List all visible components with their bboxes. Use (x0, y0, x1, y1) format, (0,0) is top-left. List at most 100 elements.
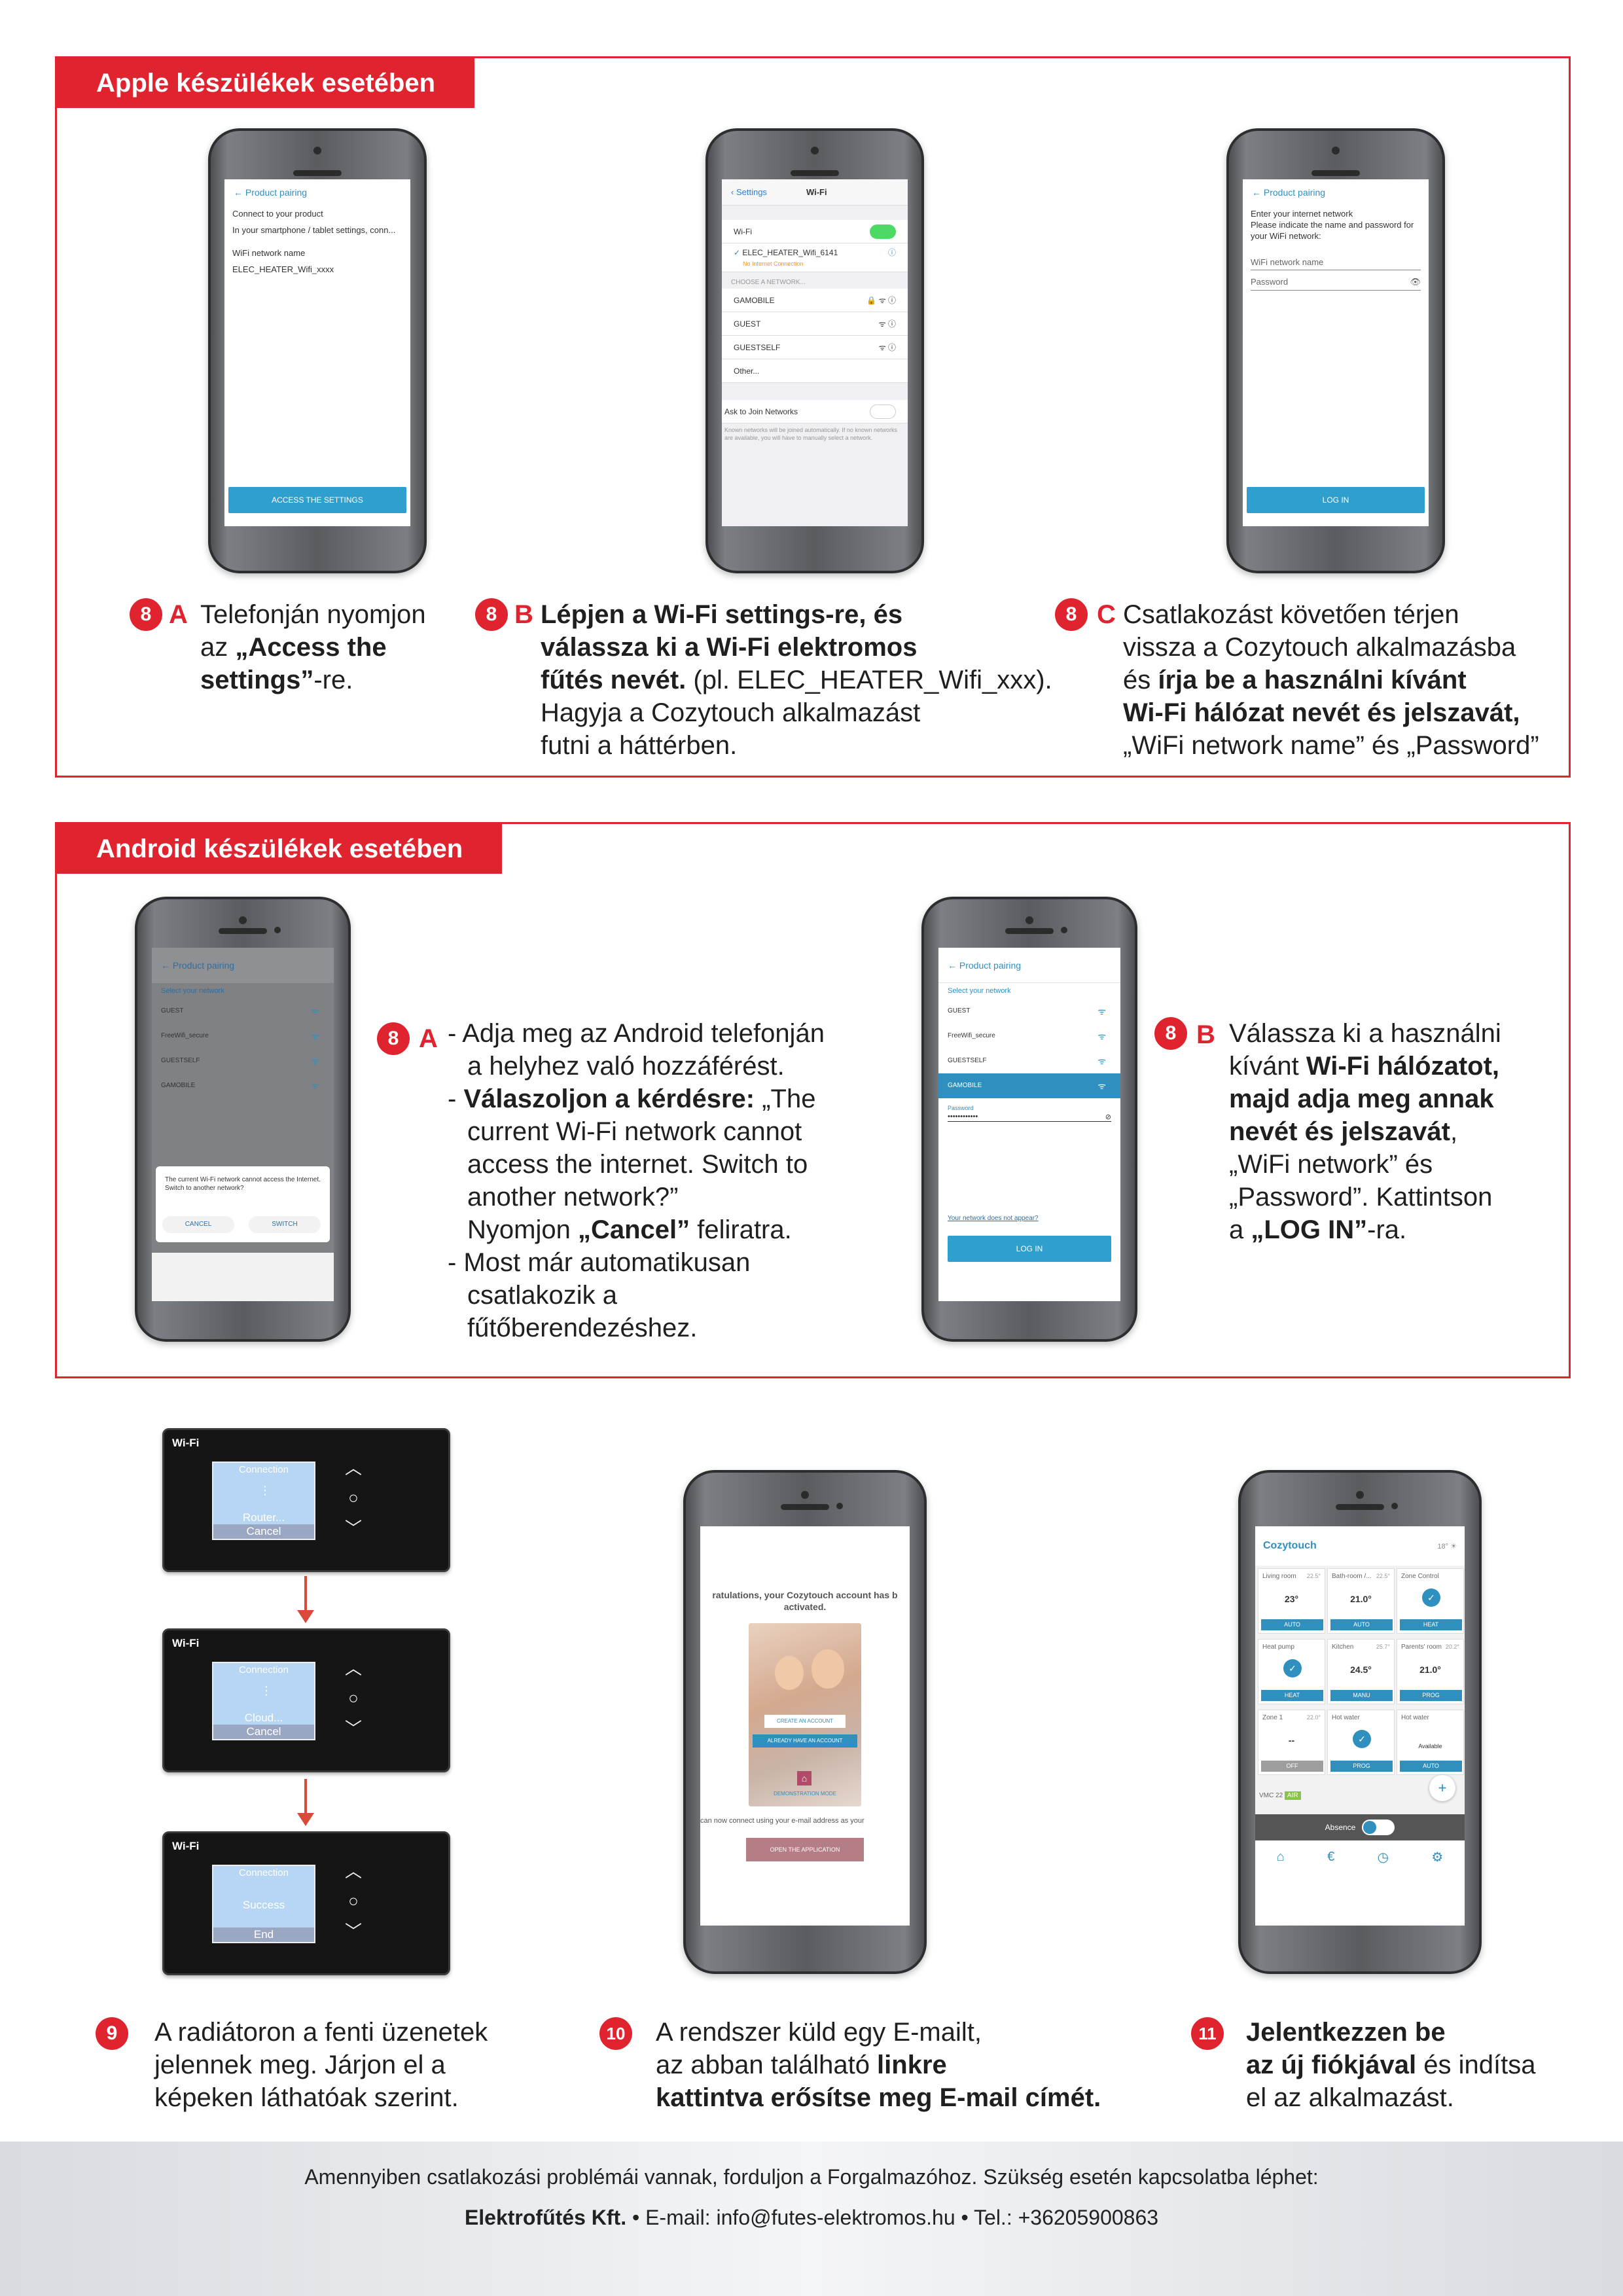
ask-join-row[interactable]: Ask to Join Networks (722, 400, 908, 423)
zone-tile[interactable]: Bath-room /...22.5°21.0°AUTO (1327, 1568, 1395, 1634)
radiator-down-button[interactable]: ﹀ (344, 1518, 362, 1538)
password-field[interactable]: ••••••••••••⊘ (948, 1113, 1111, 1122)
network-item-other[interactable]: Other... (722, 359, 908, 383)
settings-back-link[interactable]: ‹ Settings (731, 187, 767, 197)
radiator-up-button[interactable]: ︿ (344, 1458, 362, 1478)
radiator-ok-button[interactable]: ○ (348, 1891, 359, 1910)
radiator-up-button[interactable]: ︿ (344, 1861, 362, 1881)
zone-mode-button[interactable]: HEAT (1261, 1690, 1323, 1701)
zone-name: Parents' room (1401, 1643, 1442, 1651)
access-settings-button[interactable]: ACCESS THE SETTINGS (228, 487, 406, 513)
radiator-ok-button[interactable]: ○ (348, 1488, 359, 1507)
dialog-switch-button[interactable]: SWITCH (249, 1216, 321, 1233)
zone-name: Hot water (1401, 1714, 1429, 1721)
screen-text: Enter your internet network (1251, 209, 1353, 219)
radiator-panel-2: Wi-Fi Connection ⋮ Cloud... Cancel ︿ ○ ﹀ (162, 1628, 450, 1772)
zone-mode-button[interactable]: AUTO (1330, 1619, 1393, 1630)
email-title: ratulations, your Cozytouch account has … (712, 1590, 898, 1612)
app-title: Cozytouch (1263, 1540, 1317, 1551)
screen-topbar[interactable]: ← Product pairing (1243, 179, 1429, 206)
zone-mode-button[interactable]: PROG (1400, 1690, 1462, 1701)
home-icon[interactable]: ⌂ (1276, 1849, 1285, 1864)
zone-mode-button[interactable]: OFF (1261, 1761, 1323, 1772)
back-arrow-icon[interactable]: ← (161, 960, 170, 971)
absence-toggle[interactable] (1362, 1820, 1395, 1835)
radiator-down-button[interactable]: ﹀ (344, 1922, 362, 1941)
zone-mode-button[interactable]: AUTO (1261, 1619, 1323, 1630)
password-field[interactable]: Password👁 (1251, 277, 1421, 291)
gear-icon[interactable]: ⚙ (1431, 1850, 1444, 1865)
add-fab-button[interactable]: + (1429, 1775, 1455, 1801)
wifi-icon: ᯤ (1097, 1031, 1106, 1041)
zone-name: Zone 1 (1262, 1714, 1283, 1721)
screen-topbar[interactable]: ← Product pairing (938, 948, 1120, 983)
settings-title: Wi-Fi (806, 187, 827, 197)
create-account-button[interactable]: CREATE AN ACCOUNT (764, 1715, 846, 1728)
dialog-cancel-button[interactable]: CANCEL (162, 1216, 234, 1233)
screen-topbar[interactable]: ← Product pairing (224, 179, 410, 206)
log-in-button[interactable]: LOG IN (948, 1236, 1111, 1262)
open-application-button[interactable]: OPEN THE APPLICATION (746, 1838, 864, 1861)
back-arrow-icon[interactable]: ← (1252, 187, 1261, 198)
back-arrow-icon[interactable]: ← (948, 960, 957, 971)
euro-icon[interactable]: € (1327, 1849, 1335, 1864)
eye-icon[interactable]: 👁 (1410, 277, 1421, 287)
already-account-button[interactable]: ALREADY HAVE AN ACCOUNT (753, 1734, 857, 1748)
ask-join-toggle[interactable] (870, 404, 896, 419)
zone-mode-button[interactable]: AUTO (1400, 1761, 1462, 1772)
network-not-appear-link[interactable]: Your network does not appear? (948, 1215, 1039, 1222)
select-network-label: Select your network (948, 987, 1011, 995)
screen-topbar[interactable]: ← Product pairing (152, 948, 334, 983)
settings-topbar: ‹ Settings Wi-Fi (722, 179, 908, 206)
radiator-wifi-label: Wi-Fi (172, 1840, 200, 1852)
info-icon[interactable]: ⓘ (887, 248, 896, 257)
zone-tile[interactable]: Heat pump✓HEAT (1258, 1639, 1325, 1704)
zone-mode-button[interactable]: HEAT (1400, 1619, 1462, 1630)
eye-slash-icon[interactable]: ⊘ (1105, 1113, 1111, 1121)
log-in-button[interactable]: LOG IN (1247, 487, 1425, 513)
screen-text: In your smartphone / tablet settings, co… (232, 225, 396, 235)
wifi-toggle-row[interactable]: Wi-Fi (722, 220, 908, 243)
radiator-down-button[interactable]: ﹀ (344, 1719, 362, 1738)
screen-title: Product pairing (959, 960, 1022, 971)
radiator-up-button[interactable]: ︿ (344, 1659, 362, 1678)
network-item[interactable]: GAMOBILE🔒 ᯤ ⓘ (722, 289, 908, 312)
zone-tile[interactable]: Zone Control✓HEAT (1397, 1568, 1464, 1634)
footer-contact-details[interactable]: • E-mail: info@futes-elektromos.hu • Tel… (626, 2206, 1159, 2229)
zone-mode-button[interactable]: PROG (1330, 1761, 1393, 1772)
step-letter-a: A (169, 600, 188, 629)
wifi-toggle-switch[interactable] (870, 224, 896, 239)
wifi-icon: ᯤ (1097, 1081, 1106, 1091)
screen-text: Please indicate the name and password fo… (1251, 220, 1414, 241)
screen-text: WiFi network name (232, 248, 306, 258)
radiator-ok-button[interactable]: ○ (348, 1688, 359, 1708)
check-circle-icon: ✓ (1422, 1588, 1440, 1607)
zone-value: 23° (1284, 1594, 1299, 1604)
demonstration-mode-link[interactable]: DEMONSTRATION MODE (774, 1791, 836, 1797)
wifi-network-name-field[interactable]: WiFi network name (1251, 257, 1421, 270)
step-letter-c: C (1097, 600, 1116, 629)
zone-tile[interactable]: Hot water✓PROG (1327, 1710, 1395, 1775)
clock-icon[interactable]: ◷ (1377, 1850, 1389, 1865)
screen-title: Product pairing (172, 960, 235, 971)
back-arrow-icon[interactable]: ← (234, 187, 243, 198)
zone-mode-button[interactable]: MANU (1330, 1690, 1393, 1701)
android-phone-1-screen: ← Product pairing Select your network GU… (152, 948, 334, 1301)
